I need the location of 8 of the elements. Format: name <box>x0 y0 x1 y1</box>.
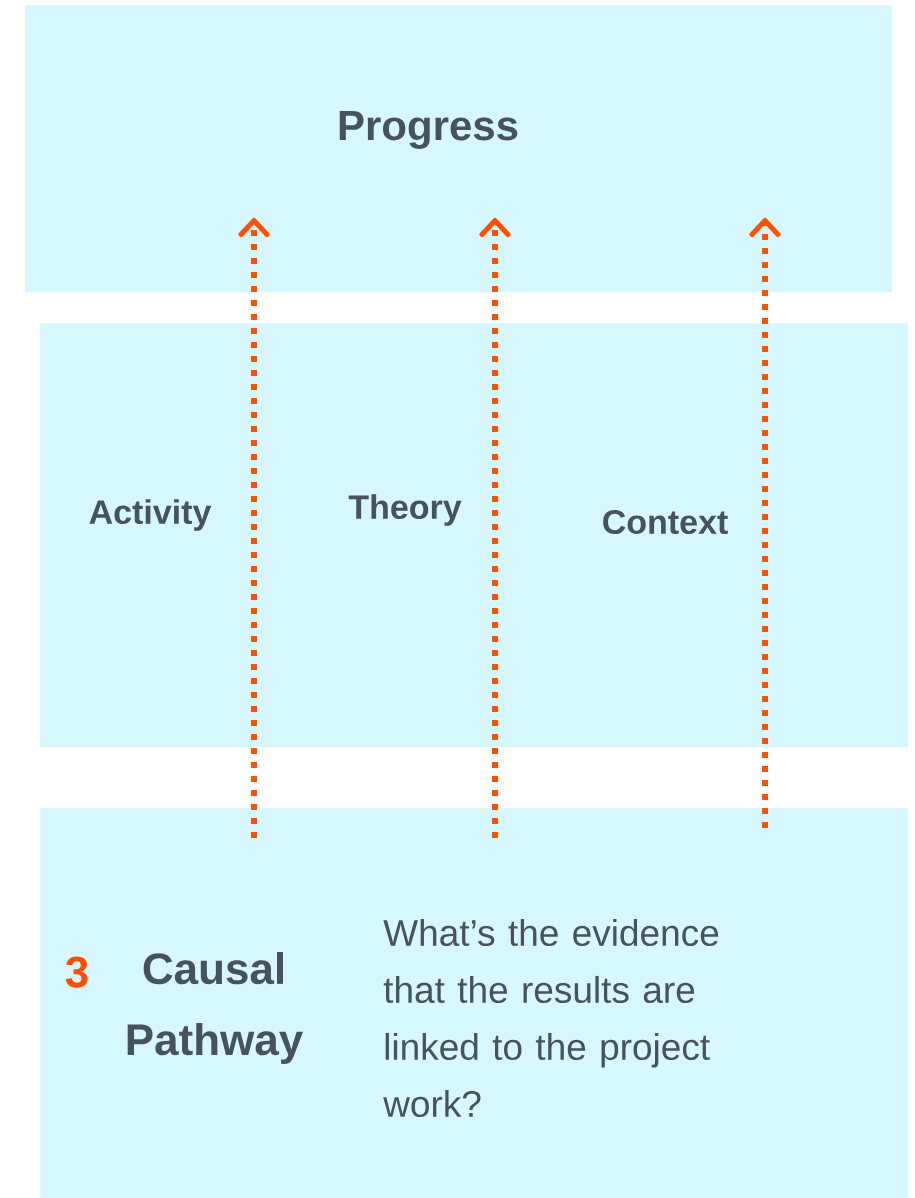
label-text: Theory <box>348 494 462 526</box>
question-text: What’s the evidence that the results are linked to the project work? <box>383 918 719 1118</box>
band-panel <box>40 323 909 748</box>
heading-text: Causal Pathway <box>127 952 303 1064</box>
label-text: Context <box>603 509 728 535</box>
label-text: Activity <box>89 499 212 531</box>
number-label: 3 <box>65 956 88 988</box>
heading-text: Progress <box>339 111 518 149</box>
